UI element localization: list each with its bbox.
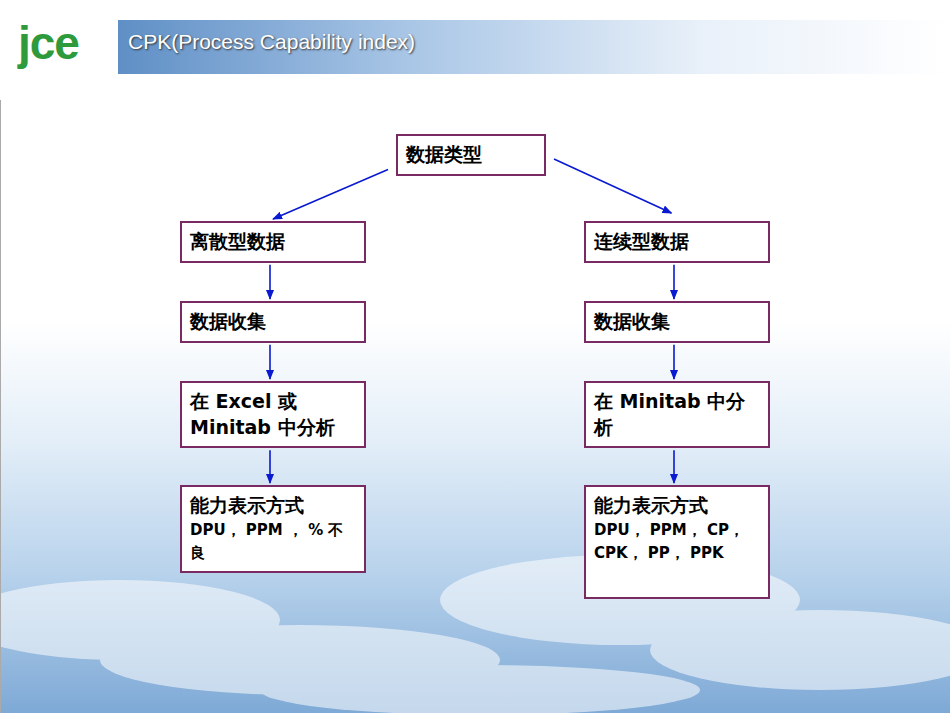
box-label: 数据收集 <box>594 309 760 335</box>
box-label: 数据类型 <box>406 142 536 168</box>
process-box: 数据收集 <box>180 301 366 343</box>
process-box: 数据收集 <box>584 301 770 343</box>
process-box: 在 Excel 或 Minitab 中分析 <box>180 381 366 448</box>
box-detail: DPU， PPM ， % 不良 <box>190 519 356 566</box>
box-label: 能力表示方式 <box>190 493 356 519</box>
box-label: 能力表示方式 <box>594 493 760 519</box>
company-logo: jce <box>18 16 79 70</box>
flow-arrow <box>673 345 675 379</box>
flow-arrow <box>673 265 675 299</box>
slide-title: CPK(Process Capability index) <box>128 30 415 54</box>
process-box: 连续型数据 <box>584 221 770 263</box>
flow-arrow <box>269 450 271 483</box>
flow-arrow <box>273 169 388 219</box>
box-label: 离散型数据 <box>190 229 356 255</box>
box-label: 在 Minitab 中分析 <box>594 389 760 440</box>
process-box: 数据类型 <box>396 134 546 176</box>
box-detail: DPU， PPM， CP， CPK， PP， PPK <box>594 519 760 566</box>
flow-arrow <box>673 450 675 483</box>
flow-arrow <box>554 159 671 213</box>
box-label: 连续型数据 <box>594 229 760 255</box>
flow-arrow <box>269 265 271 299</box>
flow-arrow <box>269 345 271 379</box>
process-box: 能力表示方式DPU， PPM， CP， CPK， PP， PPK <box>584 485 770 599</box>
box-label: 在 Excel 或 Minitab 中分析 <box>190 389 356 440</box>
box-label: 数据收集 <box>190 309 356 335</box>
process-box: 在 Minitab 中分析 <box>584 381 770 448</box>
process-box: 能力表示方式DPU， PPM ， % 不良 <box>180 485 366 573</box>
process-box: 离散型数据 <box>180 221 366 263</box>
